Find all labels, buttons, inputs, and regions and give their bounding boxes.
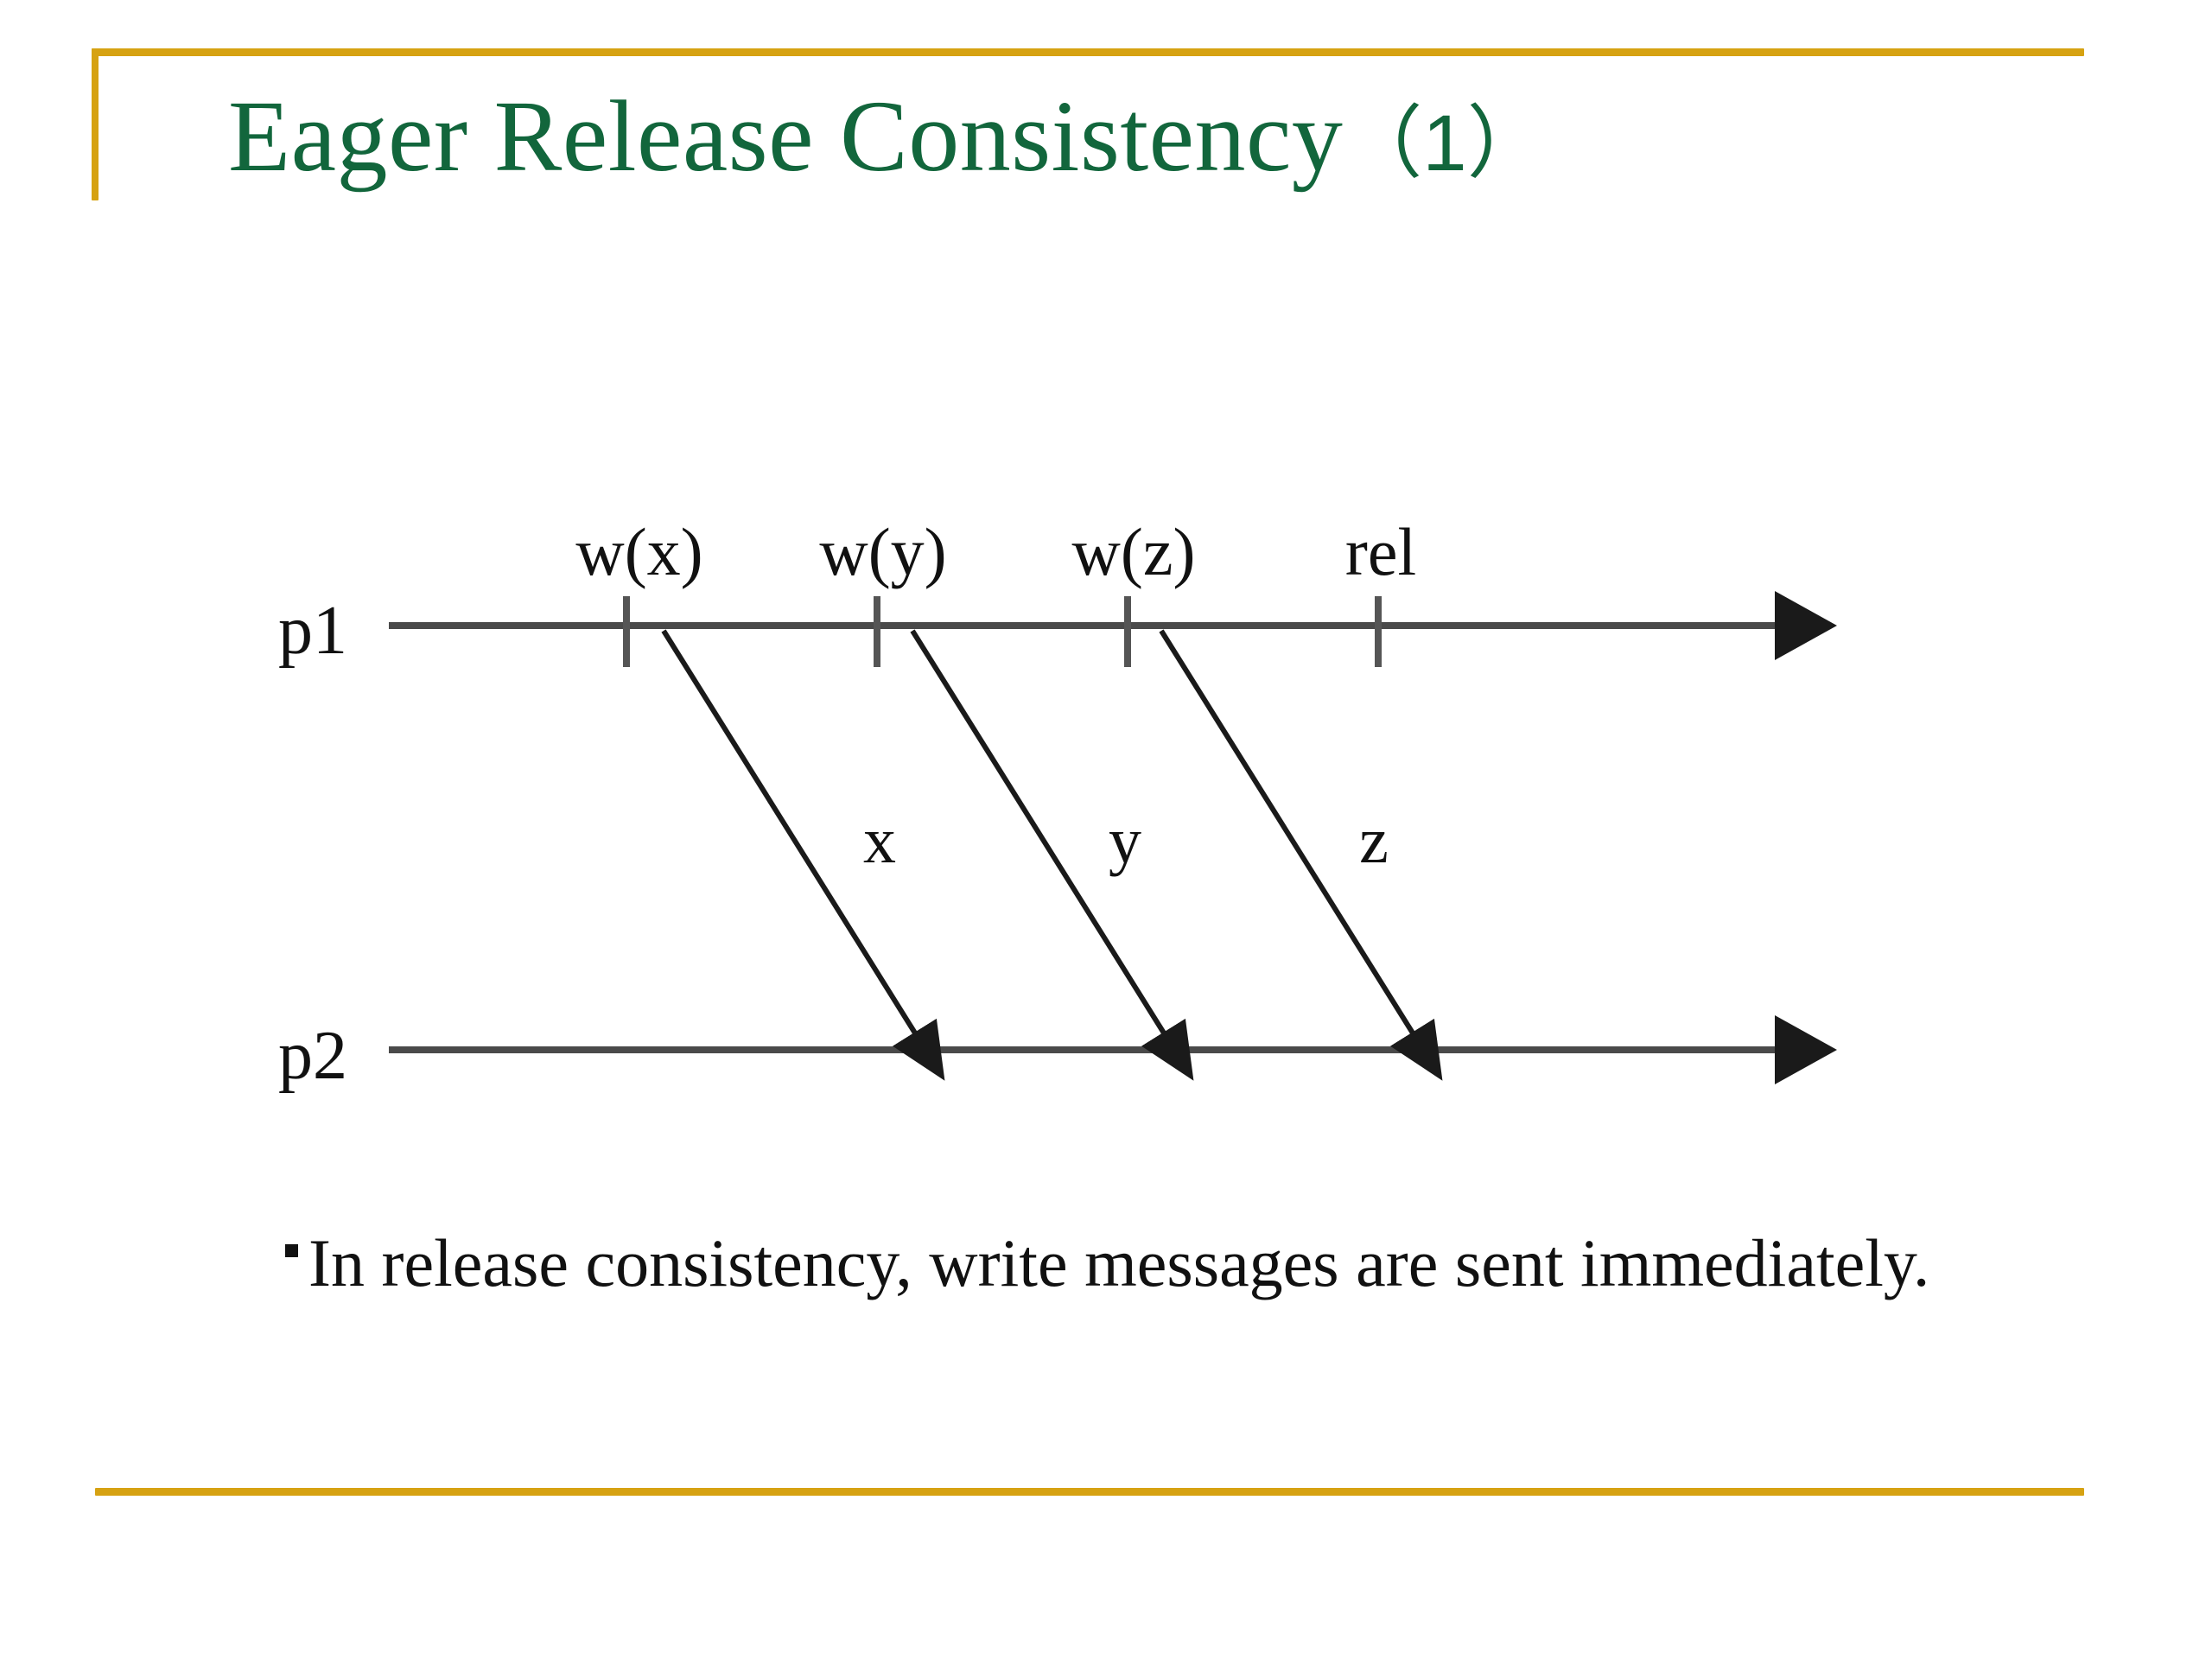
page-title-number: （1） [1343,99,1547,188]
title-rule-top [92,48,2084,56]
message-label-z: z [1359,804,1389,877]
process-label-p2: p2 [278,1018,347,1094]
process-label-p1: p1 [278,593,347,669]
page-title: Eager Release Consistency（1） [228,76,2043,197]
event-label-rel: rel [1344,514,1417,589]
square-bullet-icon [285,1244,298,1258]
bullet-text: In release consistency, write messages a… [308,1225,1930,1300]
message-label-x: x [863,804,896,877]
event-label-wy: w(y) [819,514,947,589]
title-rule-left [92,48,99,200]
page-title-main: Eager Release Consistency [228,79,1344,193]
footer-rule [95,1488,2084,1496]
message-label-y: y [1109,804,1141,877]
bullet-item: In release consistency, write messages a… [285,1222,2117,1305]
event-label-wz: w(z) [1071,514,1196,589]
event-label-wx: w(x) [575,514,703,589]
